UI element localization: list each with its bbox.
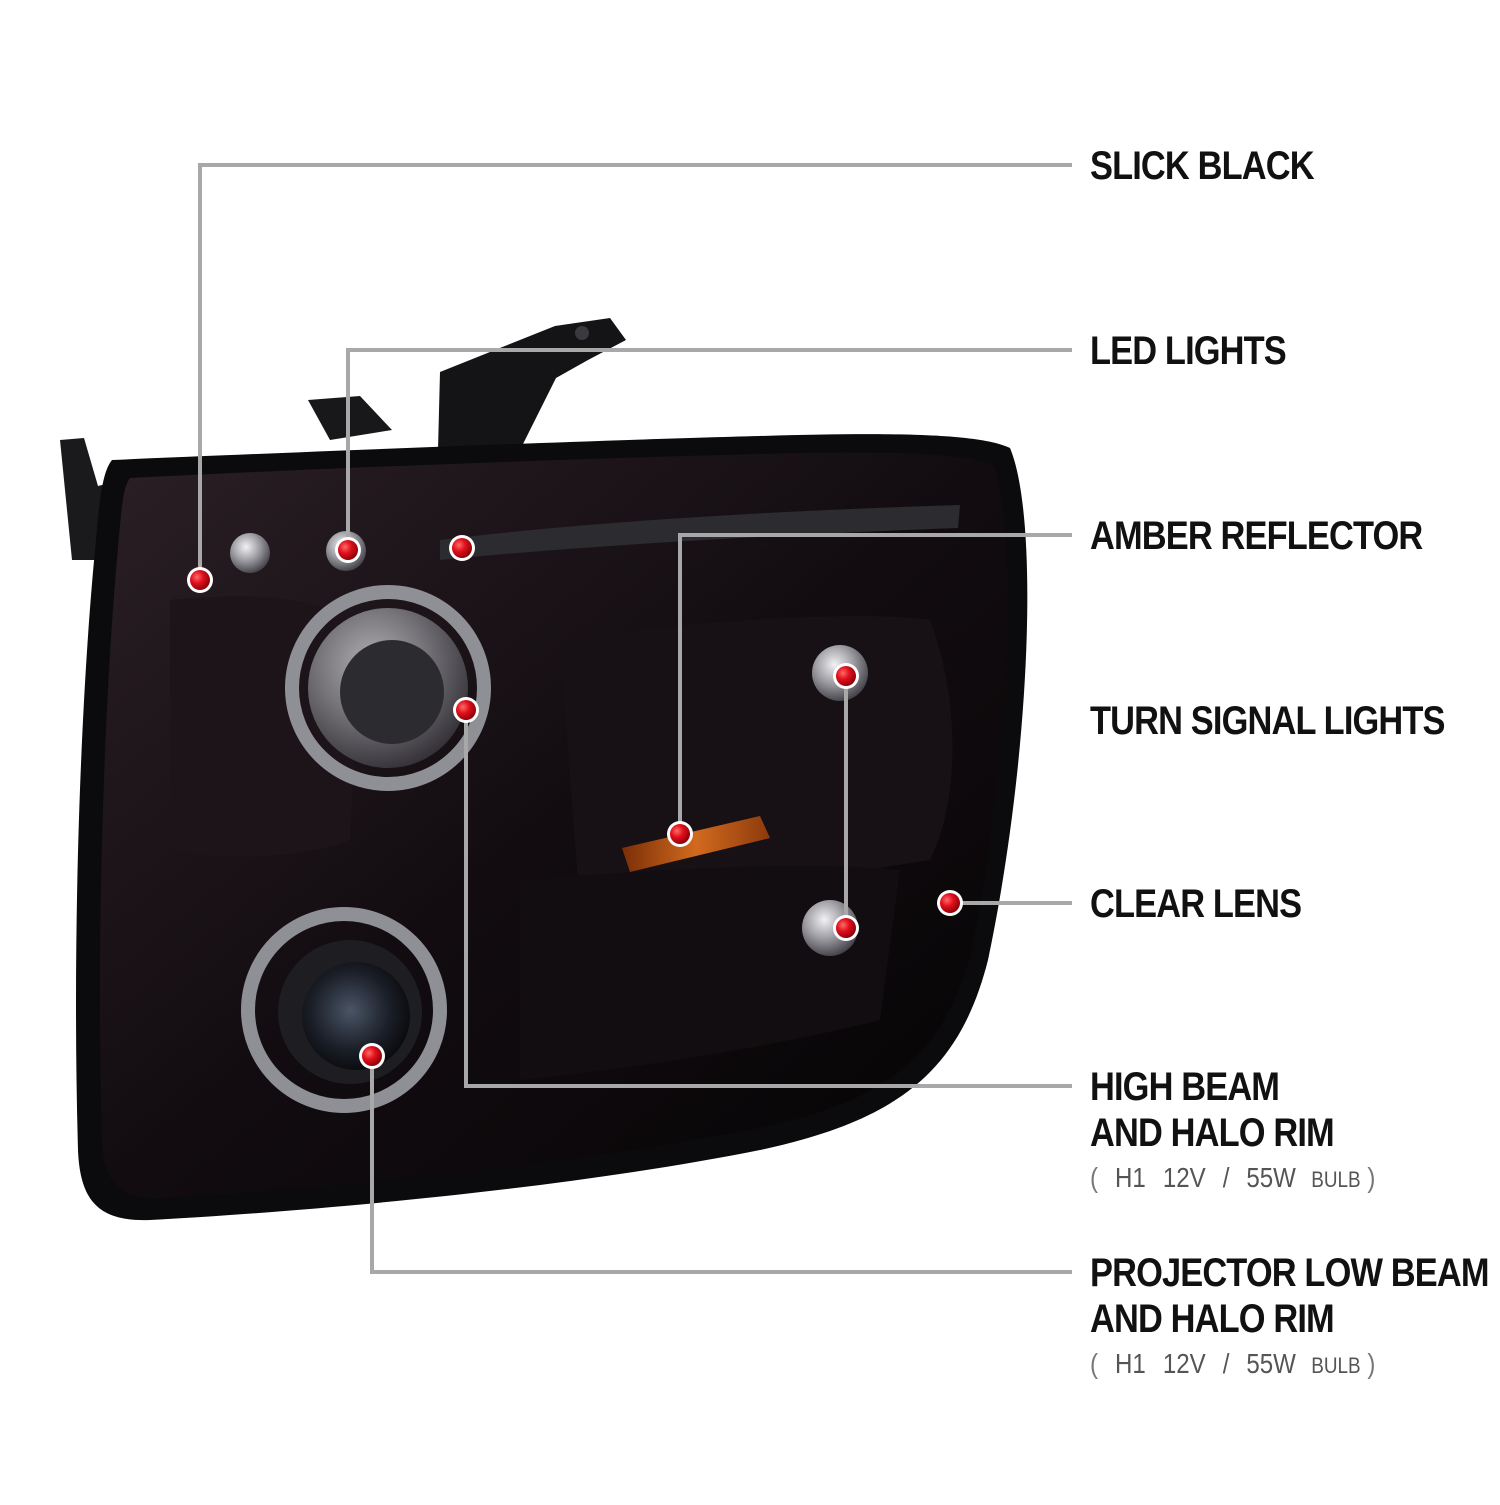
- high-beam-halo: [285, 585, 491, 791]
- label-clear-lens: CLEAR LENS: [1090, 881, 1302, 927]
- label-turn-signal-lights-line: TURN SIGNAL LIGHTS: [1090, 699, 1446, 743]
- projector-low-beam-halo: [241, 907, 447, 1113]
- spec-low-beam-bulb: ( H1 12V / 55W BULB ): [1090, 1348, 1375, 1382]
- marker-high-beam: [456, 700, 476, 720]
- spec-unit: BULB: [1311, 1353, 1361, 1378]
- spec-close-paren: ): [1367, 1348, 1376, 1379]
- label-projector-low-beam-line-1: PROJECTOR LOW BEAM: [1090, 1251, 1489, 1295]
- spec-open-paren: (: [1090, 1162, 1099, 1193]
- spec-bulb-type: H1: [1115, 1348, 1146, 1379]
- label-amber-reflector: AMBER REFLECTOR: [1090, 513, 1423, 559]
- spec-wattage: 55W: [1246, 1348, 1296, 1379]
- leader-led-lights: [346, 348, 1072, 550]
- label-projector-low-beam: PROJECTOR LOW BEAM AND HALO RIM: [1090, 1250, 1489, 1342]
- label-clear-lens-line: CLEAR LENS: [1090, 882, 1302, 926]
- spec-separator: /: [1222, 1162, 1230, 1193]
- marker-led-light-2: [452, 538, 472, 558]
- marker-amber-reflector: [670, 824, 690, 844]
- spec-bulb-type: H1: [1115, 1162, 1146, 1193]
- label-projector-low-beam-line-2: AND HALO RIM: [1090, 1297, 1335, 1341]
- headlight-housing: [76, 434, 1028, 1221]
- spec-voltage: 12V: [1162, 1162, 1206, 1193]
- leader-lines: [198, 163, 1072, 1274]
- label-slick-black: SLICK BLACK: [1090, 143, 1315, 189]
- spec-close-paren: ): [1367, 1162, 1376, 1193]
- marker-led-light-1: [338, 540, 358, 560]
- marker-low-beam: [362, 1046, 382, 1066]
- leader-high-beam: [464, 710, 1072, 1088]
- label-high-beam: HIGH BEAM AND HALO RIM: [1090, 1064, 1335, 1156]
- marker-slick-black: [190, 570, 210, 590]
- marker-turn-signal-upper: [836, 666, 856, 686]
- spec-voltage: 12V: [1162, 1348, 1206, 1379]
- spec-unit: BULB: [1311, 1167, 1361, 1192]
- leader-low-beam: [370, 1056, 1072, 1274]
- label-amber-reflector-line: AMBER REFLECTOR: [1090, 514, 1423, 558]
- marker-turn-signal-lower: [836, 918, 856, 938]
- label-led-lights: LED LIGHTS: [1090, 328, 1287, 374]
- callout-markers: [187, 535, 963, 1069]
- spec-high-beam-bulb: ( H1 12V / 55W BULB ): [1090, 1162, 1375, 1196]
- leader-slick-black: [198, 163, 1072, 580]
- spec-separator: /: [1222, 1348, 1230, 1379]
- leader-amber-reflector: [678, 533, 1072, 834]
- label-high-beam-line-1: HIGH BEAM: [1090, 1065, 1280, 1109]
- amber-reflector-piece: [622, 816, 770, 872]
- label-slick-black-line: SLICK BLACK: [1090, 144, 1315, 188]
- label-led-lights-line: LED LIGHTS: [1090, 329, 1287, 373]
- spec-wattage: 55W: [1246, 1162, 1296, 1193]
- label-turn-signal-lights: TURN SIGNAL LIGHTS: [1090, 698, 1446, 744]
- marker-clear-lens: [940, 893, 960, 913]
- spec-open-paren: (: [1090, 1348, 1099, 1379]
- label-high-beam-line-2: AND HALO RIM: [1090, 1111, 1335, 1155]
